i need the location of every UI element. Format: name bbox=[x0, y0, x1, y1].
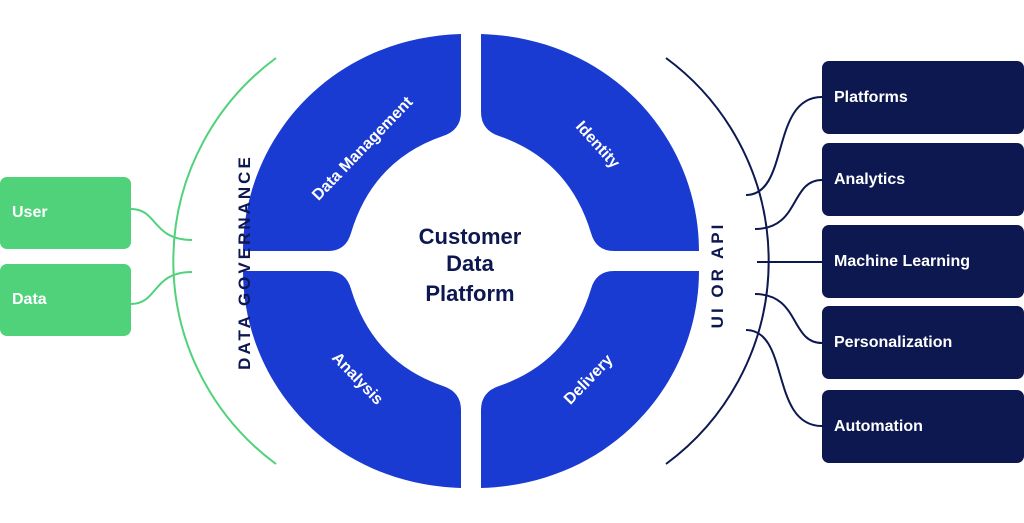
ui-api-label: UI OR API bbox=[708, 222, 727, 329]
output-label-personalization: Personalization bbox=[834, 333, 953, 351]
output-box-analytics: Analytics bbox=[822, 143, 1024, 216]
center-label-line-3: Platform bbox=[425, 281, 514, 306]
center-label-line-1: Customer bbox=[419, 224, 522, 249]
data-governance-label: DATA GOVERNANCE bbox=[235, 154, 254, 370]
input-label-user: User bbox=[12, 204, 48, 221]
output-box-personalization: Personalization bbox=[822, 306, 1024, 379]
input-box-user: User bbox=[0, 177, 131, 249]
segment-data-management bbox=[243, 34, 461, 251]
connector-platforms bbox=[745, 96, 823, 196]
connector-analytics bbox=[754, 179, 823, 230]
output-box-machine-learning: Machine Learning bbox=[822, 225, 1024, 298]
output-label-automation: Automation bbox=[834, 417, 923, 435]
output-box-automation: Automation bbox=[822, 390, 1024, 463]
input-box-data: Data bbox=[0, 264, 131, 336]
segment-delivery bbox=[481, 271, 699, 488]
output-label-analytics: Analytics bbox=[834, 170, 906, 188]
ui-api-arc bbox=[665, 57, 770, 465]
segment-identity bbox=[481, 34, 699, 251]
connector-personalization bbox=[754, 293, 823, 344]
connector-user bbox=[130, 208, 193, 241]
connector-automation bbox=[745, 329, 823, 427]
data-governance-arc bbox=[172, 57, 277, 465]
output-label-machine-learning: Machine Learning bbox=[834, 252, 971, 270]
output-label-platforms: Platforms bbox=[834, 88, 908, 106]
connector-data bbox=[130, 271, 193, 305]
center-label-line-2: Data bbox=[446, 251, 494, 276]
output-box-platforms: Platforms bbox=[822, 61, 1024, 134]
input-label-data: Data bbox=[12, 291, 47, 308]
segment-analysis bbox=[243, 271, 461, 488]
